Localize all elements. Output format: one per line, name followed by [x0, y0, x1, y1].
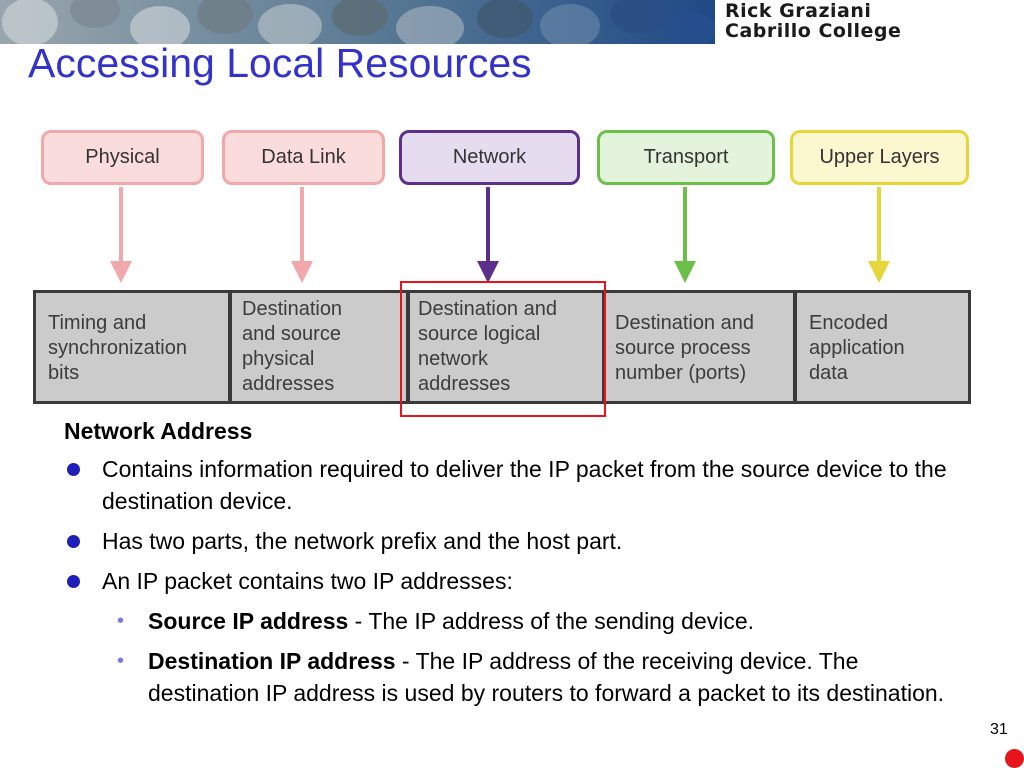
sub-bullet-dot-icon: •	[117, 610, 125, 632]
sub-bullet-item: • Source IP address - The IP address of …	[64, 605, 964, 637]
info-line: Timing and	[48, 312, 147, 334]
arrow-upper-layers	[868, 187, 890, 283]
layer-upper-layers: Upper Layers	[790, 130, 969, 185]
arrow-data-link	[291, 187, 313, 283]
bullet-item: Contains information required to deliver…	[64, 453, 964, 517]
info-line: source process	[615, 337, 751, 359]
bullet-dot-icon	[67, 535, 80, 548]
sub-bullet-text: - The IP address of the receiving device…	[148, 648, 945, 706]
info-line: and source	[242, 323, 341, 345]
author-block: Rick Graziani Cabrillo College	[715, 0, 1024, 44]
divider	[228, 293, 232, 401]
network-highlight-box	[400, 281, 606, 417]
info-line: Destination and	[418, 298, 557, 320]
sub-bullet-dot-icon: •	[117, 650, 125, 672]
corner-dot-icon	[1005, 749, 1024, 768]
layer-info-bar: Timing and synchronization bits Destinat…	[33, 290, 971, 404]
layer-data-link: Data Link	[222, 130, 385, 185]
bullet-dot-icon	[67, 463, 80, 476]
bullet-text: Has two parts, the network prefix and th…	[102, 528, 623, 554]
info-line: bits	[48, 362, 80, 384]
page-number: 31	[990, 721, 1008, 738]
bullet-item: Has two parts, the network prefix and th…	[64, 525, 964, 557]
info-network: Destination and source logical network a…	[412, 293, 598, 401]
info-physical: Timing and synchronization bits	[42, 293, 232, 401]
info-upper-layers: Encoded application data	[803, 293, 969, 401]
author-name: Rick Graziani	[725, 0, 872, 22]
slide-title: Accessing Local Resources	[28, 40, 532, 86]
info-data-link: Destination and source physical addresse…	[236, 293, 404, 401]
section-heading: Network Address	[64, 418, 253, 444]
header-banner: Rick Graziani Cabrillo College	[0, 0, 1024, 44]
sub-bullet-term: Destination IP address	[148, 648, 396, 674]
slide-content: Network Address Contains information req…	[64, 418, 964, 717]
bullet-text: An IP packet contains two IP addresses:	[102, 568, 513, 594]
info-line: Destination	[242, 298, 343, 320]
info-line: physical	[242, 348, 315, 370]
info-line: network	[418, 348, 489, 370]
info-line: addresses	[242, 373, 335, 395]
bullet-dot-icon	[67, 575, 80, 588]
sub-bullet-item: • Destination IP address - The IP addres…	[64, 645, 948, 709]
info-line: number (ports)	[615, 362, 747, 384]
divider	[793, 293, 797, 401]
info-line: data	[809, 362, 848, 384]
sub-bullet-term: Source IP address	[148, 608, 349, 634]
layer-transport: Transport	[597, 130, 775, 185]
layer-physical: Physical	[41, 130, 204, 185]
arrow-physical	[110, 187, 132, 283]
author-college: Cabrillo College	[725, 20, 902, 42]
info-line: application	[809, 337, 905, 359]
info-line: synchronization	[48, 337, 187, 359]
layer-network: Network	[399, 130, 580, 185]
arrow-network	[477, 187, 499, 283]
info-line: addresses	[418, 373, 511, 395]
info-transport: Destination and source process number (p…	[609, 293, 793, 401]
info-line: Encoded	[809, 312, 888, 334]
bullet-text: Contains information required to deliver…	[102, 456, 947, 514]
info-line: Destination and	[615, 312, 754, 334]
banner-image	[0, 0, 715, 44]
divider	[406, 293, 410, 401]
info-line: source logical	[418, 323, 541, 345]
arrow-transport	[674, 187, 696, 283]
bullet-item: An IP packet contains two IP addresses:	[64, 565, 964, 597]
sub-bullet-text: - The IP address of the sending device.	[348, 608, 755, 634]
